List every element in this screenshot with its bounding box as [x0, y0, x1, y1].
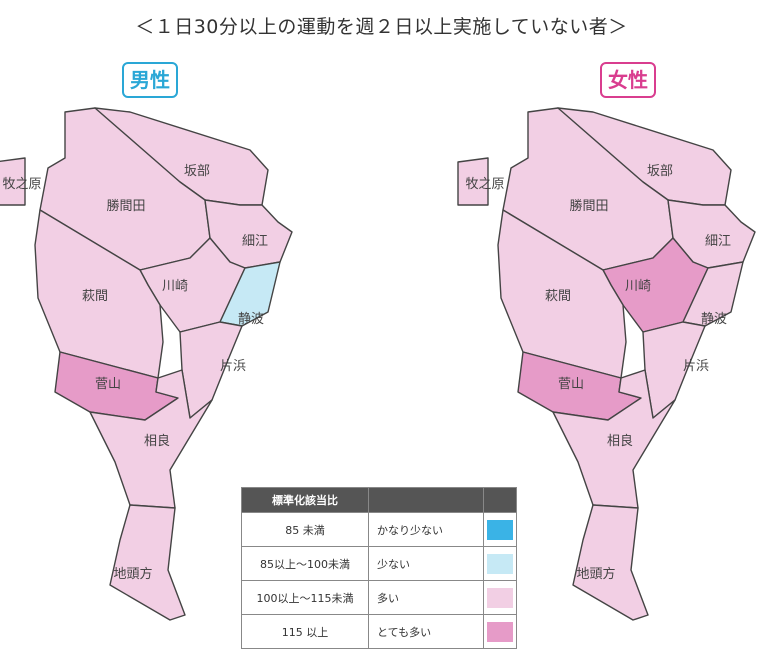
region-label-sagara: 相良	[607, 433, 633, 449]
page-title: ＜１日30分以上の運動を週２日以上実施していない者＞	[135, 16, 628, 38]
male-map-label: 男性	[122, 62, 178, 98]
region-label-hosoe: 細江	[242, 234, 268, 249]
legend-range: 100以上～115未満	[241, 580, 369, 615]
legend-desc: 少ない	[368, 546, 484, 581]
region-label-shizunami: 静波	[238, 312, 264, 327]
region-label-kawasaki: 川崎	[162, 279, 188, 294]
legend-range: 115 以上	[241, 614, 369, 649]
region-label-katsumata: 勝間田	[569, 199, 608, 214]
female-map-label: 女性	[600, 62, 656, 98]
region-hagima	[34, 209, 164, 379]
legend-desc: とても多い	[368, 614, 484, 649]
legend-swatch	[487, 587, 513, 608]
legend-row: 85以上～100未満 少ない	[241, 546, 517, 581]
region-label-hagima: 萩間	[82, 289, 108, 304]
legend-header-row: 標準化該当比	[241, 487, 517, 513]
legend-swatch	[487, 519, 513, 540]
legend-row: 85 未満 かなり少ない	[241, 512, 517, 547]
region-label-sugeyama: 菅山	[558, 377, 584, 392]
legend-swatch	[487, 553, 513, 574]
legend-header: 標準化該当比	[241, 487, 369, 513]
region-jitogata	[572, 504, 649, 621]
region-label-sakabe: 坂部	[184, 164, 210, 179]
legend-table: 標準化該当比 85 未満 かなり少ない 85以上～100未満 少ない 100以上…	[241, 487, 517, 649]
region-label-jitogata: 地頭方	[113, 566, 152, 582]
region-label-sagara: 相良	[144, 433, 170, 449]
region-label-katahama: 片浜	[220, 359, 246, 374]
region-makinohara	[457, 157, 489, 206]
region-label-makinohara: 牧之原	[465, 177, 504, 192]
region-shizunami	[682, 261, 744, 327]
legend-range: 85 未満	[241, 512, 369, 547]
legend-desc: かなり少ない	[368, 512, 484, 547]
region-label-kawasaki: 川崎	[625, 279, 651, 294]
region-makinohara	[0, 157, 26, 206]
legend-swatch	[487, 621, 513, 642]
region-label-sugeyama: 菅山	[95, 377, 121, 392]
region-label-jitogata: 地頭方	[576, 566, 615, 582]
region-label-katsumata: 勝間田	[106, 199, 145, 214]
legend-desc: 多い	[368, 580, 484, 615]
region-label-hagima: 萩間	[545, 289, 571, 304]
legend-row: 115 以上 とても多い	[241, 614, 517, 649]
region-label-sakabe: 坂部	[647, 164, 673, 179]
region-label-katahama: 片浜	[683, 359, 709, 374]
region-label-shizunami: 静波	[701, 312, 727, 327]
region-shizunami	[219, 261, 281, 327]
legend-range: 85以上～100未満	[241, 546, 369, 581]
region-label-makinohara: 牧之原	[2, 177, 41, 192]
region-hagima	[497, 209, 627, 379]
region-jitogata	[109, 504, 186, 621]
region-label-hosoe: 細江	[705, 234, 731, 249]
legend-row: 100以上～115未満 多い	[241, 580, 517, 615]
